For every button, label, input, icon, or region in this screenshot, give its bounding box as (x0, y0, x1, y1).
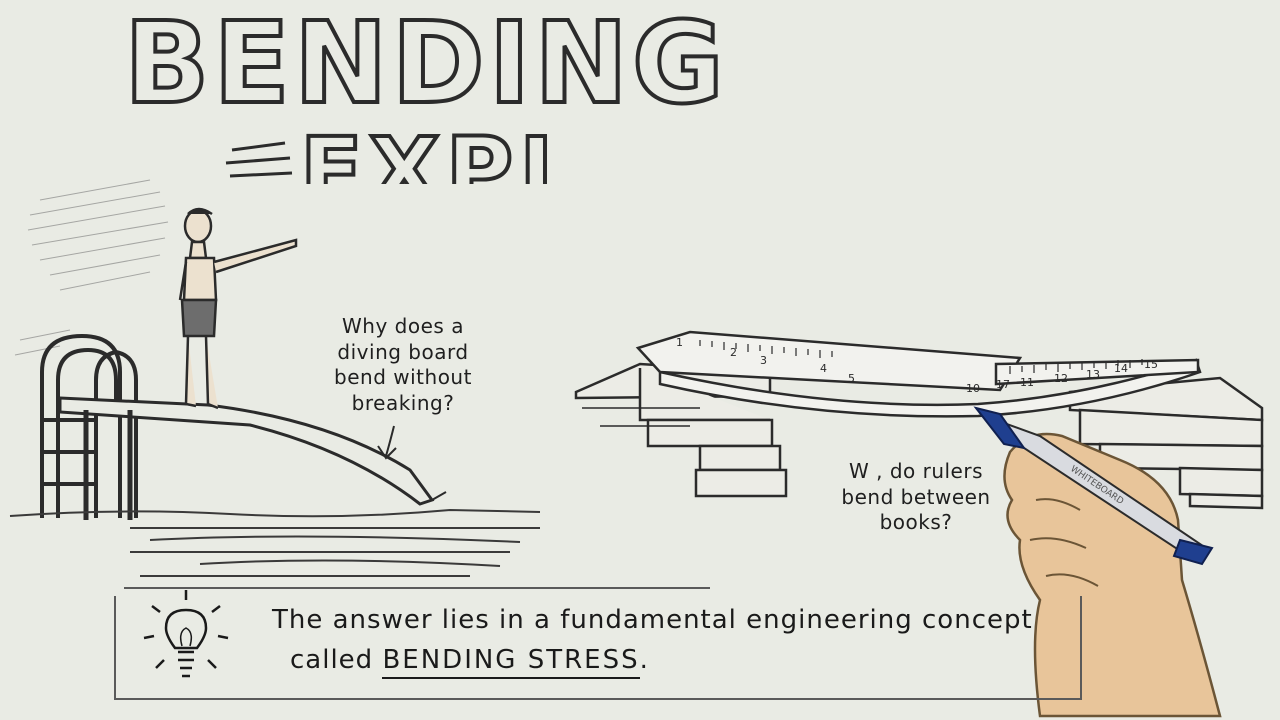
question-line: bend without (334, 365, 472, 390)
question-line: W , do rulers (848, 459, 984, 483)
answer-prefix: called (290, 645, 374, 675)
diving-board (58, 396, 447, 520)
question-line: breaking? (351, 390, 455, 415)
ruler-number: 11 (1020, 376, 1034, 389)
lightbulb-icon (143, 590, 229, 678)
ruler-number: 12 (1054, 372, 1068, 385)
title-bending: BENDING (122, 0, 728, 129)
ruler-number: 2 (730, 346, 737, 359)
ruler-number: 1 (676, 336, 683, 349)
ruler-number: 4 (820, 362, 827, 375)
ruler-number: 13 (1086, 368, 1100, 381)
title-sub-partial: EXPL (300, 122, 584, 185)
ruler-number: 15 (1144, 358, 1158, 371)
pool-water (9, 508, 710, 589)
question-diving-board: Why does a diving board bend without bre… (318, 314, 488, 416)
ruler-ticks (699, 340, 1143, 374)
answer-box (114, 596, 1082, 700)
ruler-numbers: 1 2 3 4 5 10 11 12 13 14 15 17 (676, 336, 1158, 395)
answer-suffix: . (639, 645, 649, 675)
drawing-hand (1003, 432, 1222, 718)
ruler-number: 3 (760, 354, 767, 367)
sky-hatching (14, 179, 169, 356)
question-rulers: W , do rulers bend between books? (826, 459, 1006, 536)
pool-ladder (40, 333, 138, 518)
whiteboard-marker: WHITEBOARD (973, 406, 1214, 566)
bending-stress-term: BENDING STRESS (382, 645, 640, 679)
question-line: Why does a (342, 314, 464, 338)
question-line: books? (879, 510, 953, 535)
question-line: diving board (337, 339, 469, 364)
question-line: bend between (841, 484, 991, 509)
ruler-number: 17 (996, 378, 1010, 391)
diver-figure (178, 207, 298, 410)
motion-lines (225, 141, 293, 178)
title-sub-clip: EXPL (300, 122, 600, 185)
answer-line-1: The answer lies in a fundamental enginee… (272, 605, 1033, 635)
ruler-number: 14 (1114, 362, 1128, 375)
answer-line-2: called BENDING STRESS. (290, 645, 649, 679)
ruler-number: 10 (966, 382, 980, 395)
ruler-number: 5 (848, 372, 855, 385)
board-arrow (377, 425, 397, 460)
